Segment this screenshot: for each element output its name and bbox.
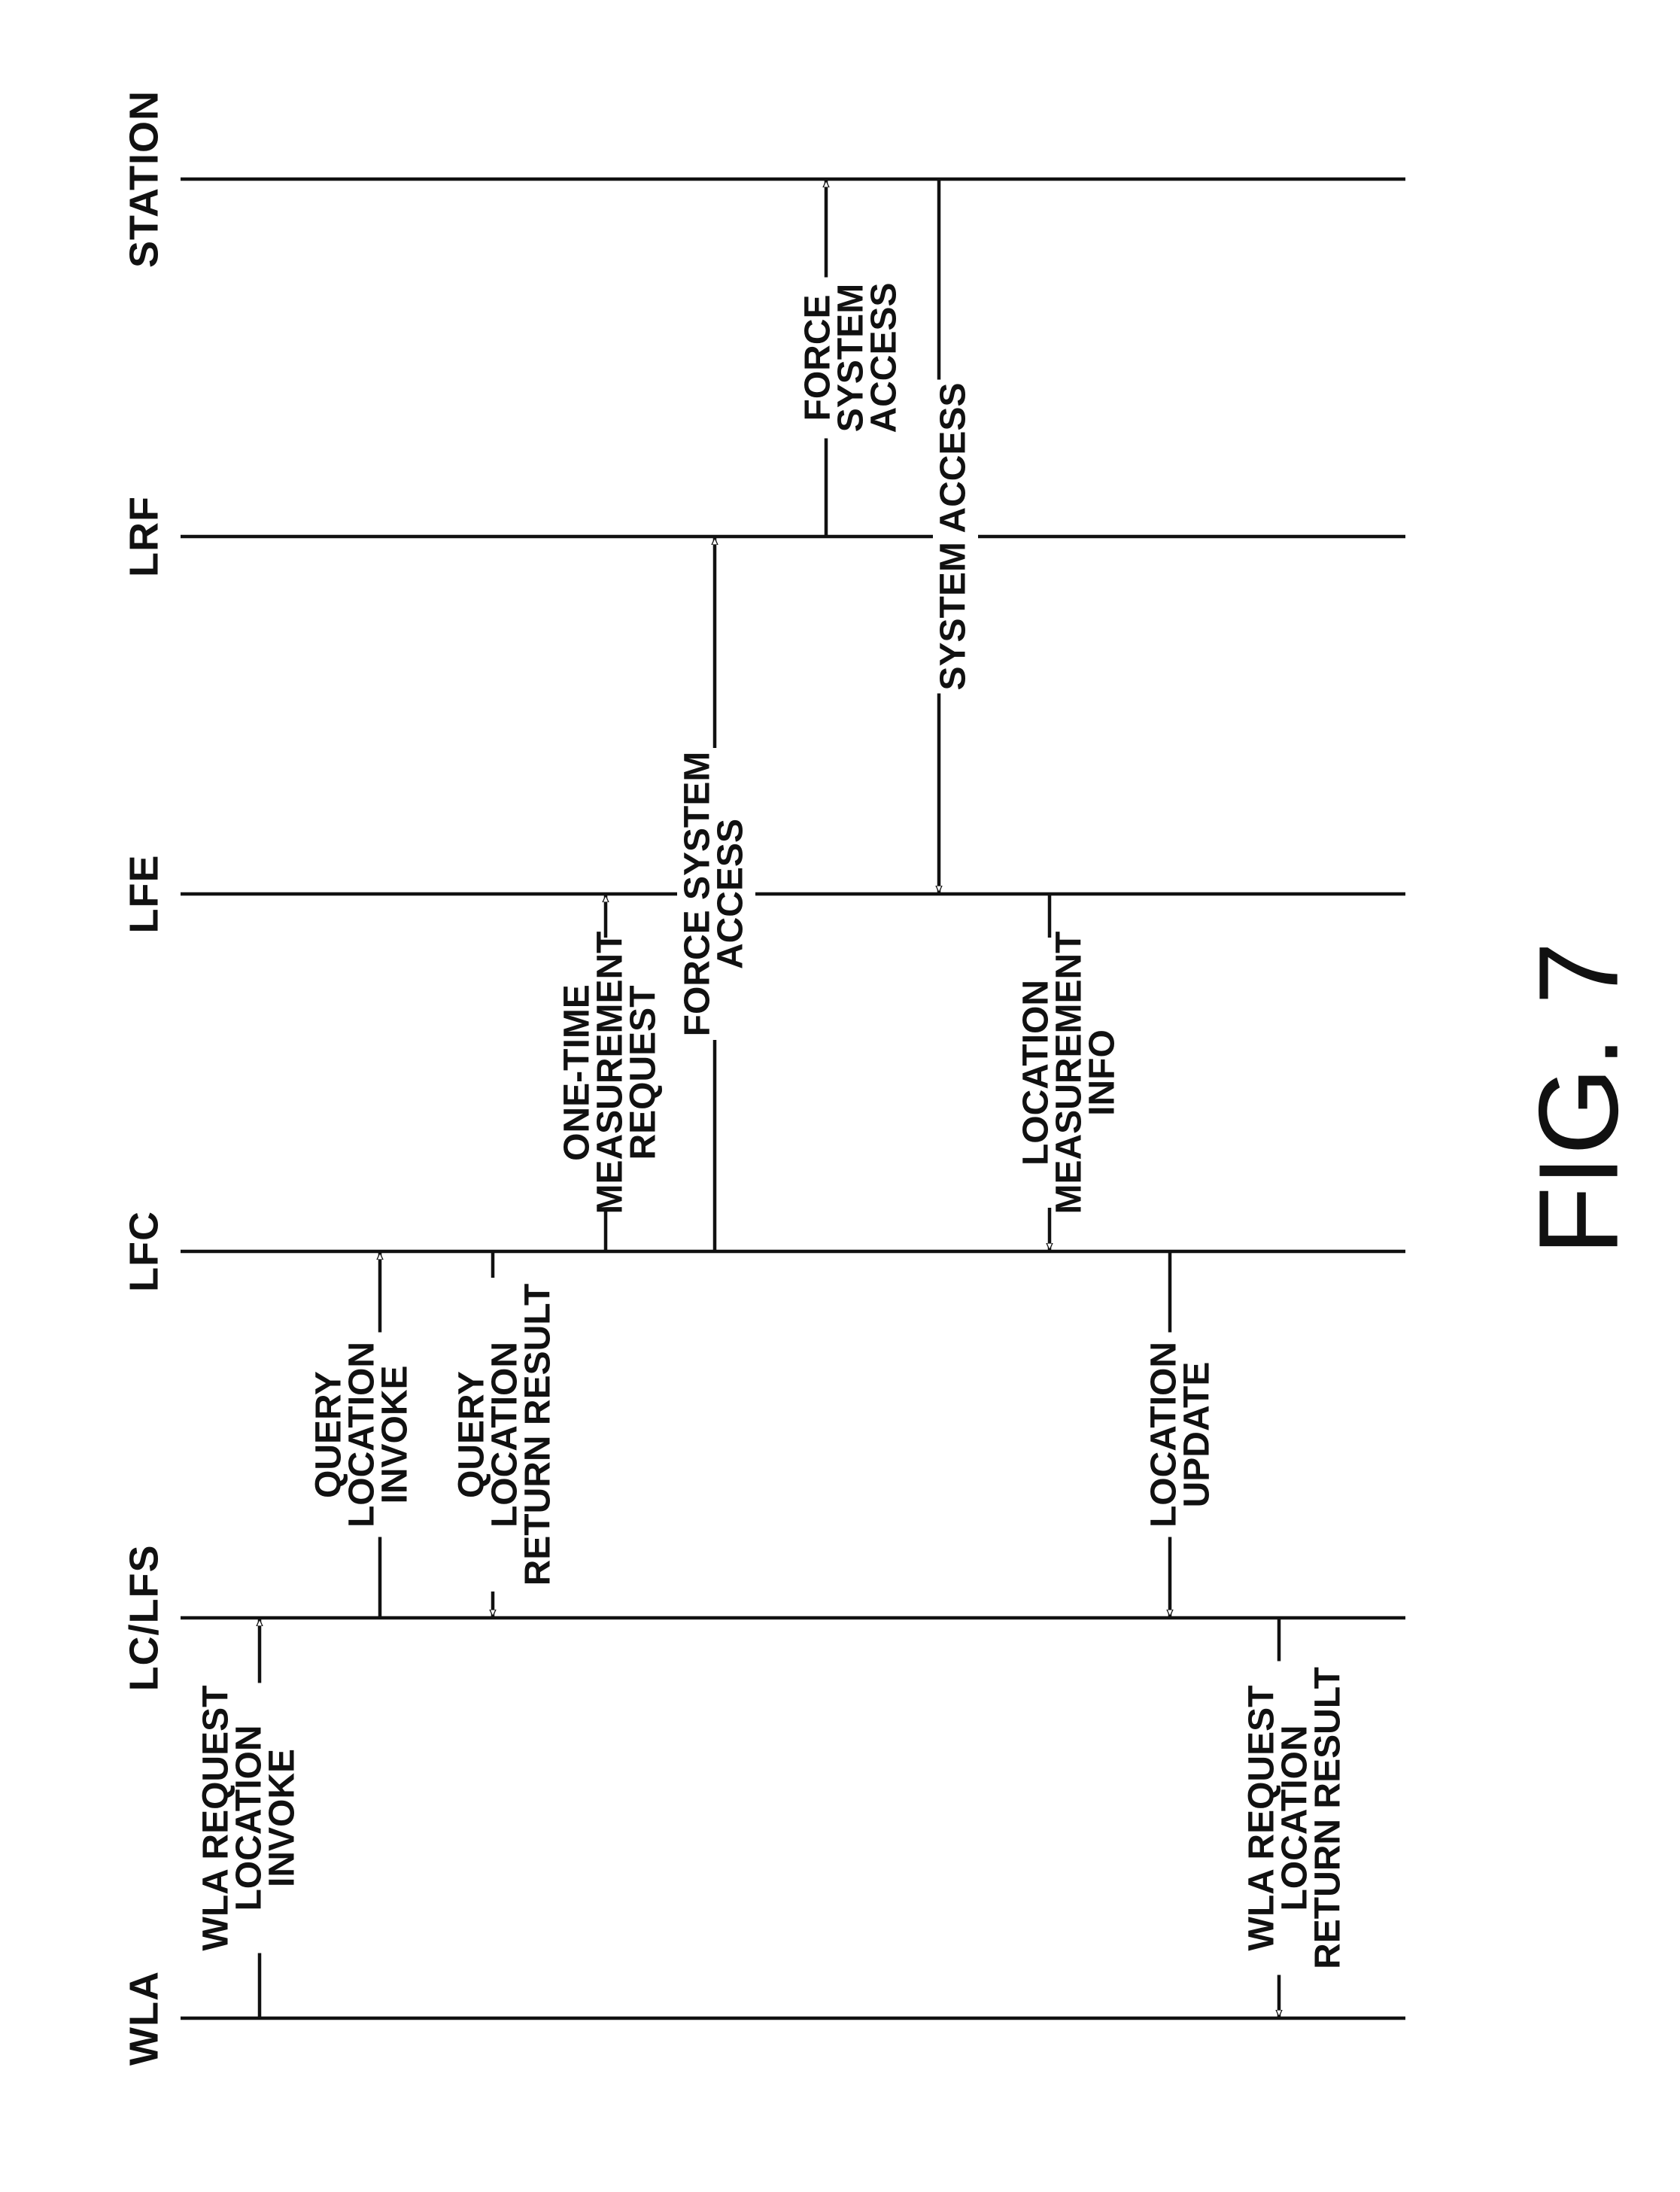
message-query-location-return: QUERYLOCATIONRETURN RESULT	[451, 1251, 563, 1616]
message-wla-request-return: WLA REQUESTLOCATIONRETURN RESULT	[1241, 1618, 1353, 2017]
entity-label-lc-lfs: LC/LFS	[121, 1545, 166, 1692]
message-label-line: REQUEST	[624, 985, 664, 1160]
entity-label-lfe: LFE	[121, 855, 166, 934]
message-location-measurement-info: LOCATIONMEASUREMENTINFO	[1016, 894, 1127, 1250]
message-force-system-access-lfc-lrf: FORCE SYSTEMACCESS	[677, 538, 755, 1251]
lifelines	[181, 179, 1405, 2018]
entity-label-wla: WLA	[121, 1971, 166, 2066]
entity-label-lfc: LFC	[121, 1211, 166, 1292]
message-label-line: INFO	[1083, 1029, 1123, 1116]
figure-label: FIG. 7	[1515, 942, 1642, 1256]
messages: WLA REQUESTLOCATIONINVOKEQUERYLOCATIONIN…	[196, 179, 1353, 2018]
message-label-line: INVOKE	[263, 1749, 302, 1887]
message-label-line: RETURN RESULT	[518, 1284, 558, 1586]
message-force-system-access-lrf-station: FORCESYSTEMACCESS	[797, 181, 909, 537]
entity-labels: STATION LRF LFE LFC LC/LFS WLA	[121, 90, 166, 2066]
entity-label-lrf: LRF	[121, 496, 166, 577]
entity-label-station: STATION	[121, 90, 166, 268]
message-label-line: INVOKE	[375, 1365, 415, 1503]
message-location-update: LOCATIONUPDATE	[1144, 1251, 1222, 1616]
message-wla-request-invoke: WLA REQUESTLOCATIONINVOKE	[196, 1619, 307, 2018]
message-label-line: ACCESS	[711, 819, 751, 969]
message-label-line: SYSTEM ACCESS	[934, 383, 974, 691]
message-label-line: RETURN RESULT	[1308, 1667, 1348, 1969]
message-system-access: SYSTEM ACCESS	[933, 179, 978, 892]
message-label-line: ACCESS	[864, 282, 904, 433]
message-query-location-invoke: QUERYLOCATIONINVOKE	[308, 1253, 420, 1618]
message-label-line: UPDATE	[1177, 1362, 1217, 1508]
message-one-time-measurement-request: ONE-TIMEMEASUREMENTREQUEST	[557, 895, 668, 1251]
